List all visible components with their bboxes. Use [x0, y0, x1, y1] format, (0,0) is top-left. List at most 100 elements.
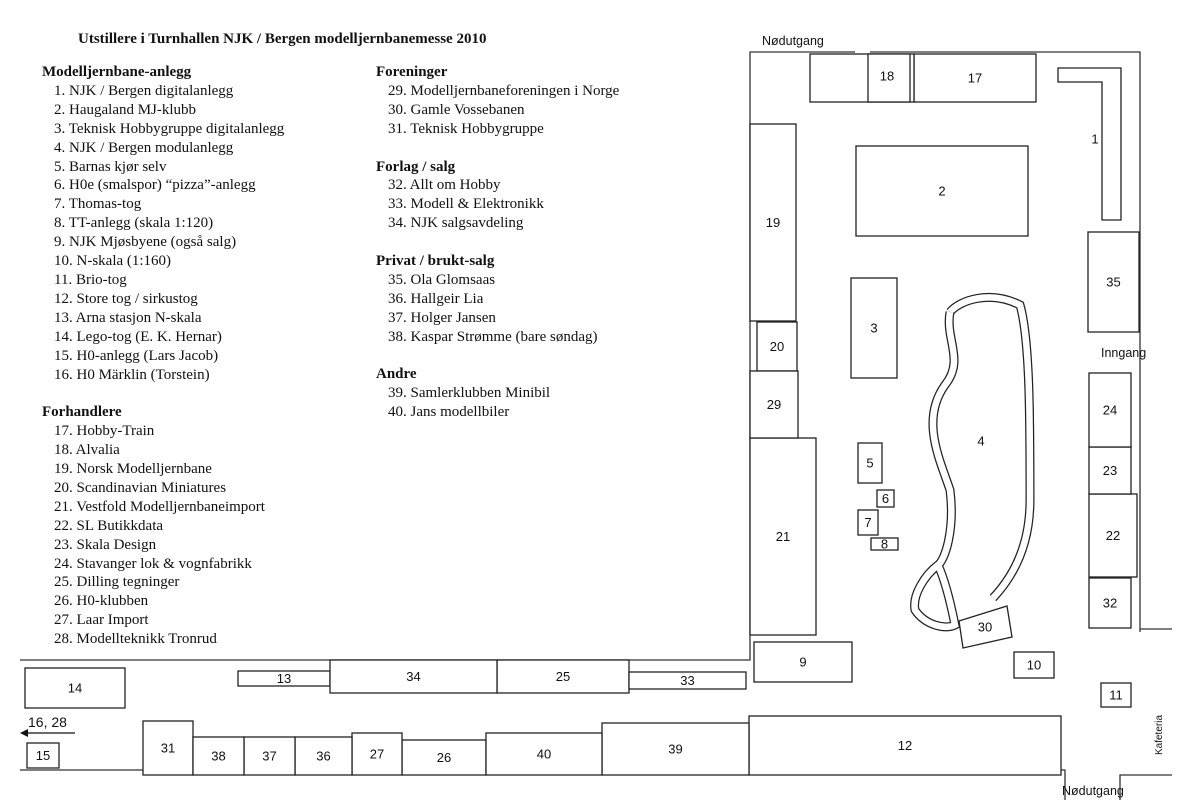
booth-33-shape	[628, 671, 747, 690]
booth-24-shape	[1088, 372, 1132, 448]
booth-5: 5	[857, 442, 883, 484]
booth-26: 26	[401, 739, 487, 776]
legend-item: 40. Jans modellbiler	[388, 404, 510, 421]
booth-39-shape	[601, 722, 750, 776]
booth-19-label: 19	[766, 215, 780, 230]
booth-24: 24	[1088, 372, 1132, 448]
legend-item: 10. N-skala (1:160)	[54, 253, 172, 270]
booth-22: 22	[1088, 493, 1138, 578]
booth-38-label: 38	[211, 749, 225, 764]
legend-item: 24. Stavanger lok & vognfabrikk	[54, 555, 252, 572]
legend-item: 37. Holger Jansen	[388, 309, 496, 326]
section-heading: Privat / brukt-salg	[376, 253, 495, 270]
booth-8-shape	[870, 537, 899, 551]
legend-item: 2. Haugaland MJ-klubb	[54, 101, 197, 118]
booth-37-shape	[243, 736, 296, 776]
booth-26-label: 26	[437, 750, 451, 765]
entrance-label: Inngang	[1101, 346, 1146, 360]
booth-17: 17	[913, 53, 1037, 103]
booth-33: 33	[628, 671, 747, 690]
booth-8: 8	[870, 537, 899, 552]
booth-20-label: 20	[770, 339, 784, 354]
legend-item: 14. Lego-tog (E. K. Hernar)	[54, 328, 222, 345]
booth-21-label: 21	[776, 529, 790, 544]
booth-10-label: 10	[1027, 658, 1041, 673]
booth-4: 4	[977, 434, 984, 449]
booth-30-shape	[958, 605, 1013, 649]
layout-4-track	[910, 292, 1035, 632]
legend-item: 16. H0 Märklin (Torstein)	[54, 366, 210, 383]
booth-9: 9	[753, 641, 853, 683]
legend-item: 9. NJK Mjøsbyene (også salg)	[54, 234, 237, 251]
booth-34-label: 34	[406, 669, 420, 684]
booth-23-shape	[1088, 446, 1132, 495]
legend-item: 33. Modell & Elektronikk	[388, 196, 544, 213]
legend-item: 6. H0e (smalspor) “pizza”-anlegg	[54, 177, 256, 194]
booth-38-shape	[192, 736, 245, 776]
booth-7-label: 7	[864, 515, 871, 530]
legend-item: 30. Gamle Vossebanen	[388, 101, 525, 118]
booth-14-label: 14	[68, 681, 82, 696]
booth-40-shape	[485, 732, 603, 776]
arrow-note-label: 16, 28	[28, 714, 67, 730]
booth-11: 11	[1100, 682, 1132, 708]
booth-18: 18	[809, 53, 915, 103]
legend-item: 7. Thomas-tog	[54, 196, 142, 213]
section-heading: Forhandlere	[42, 404, 122, 421]
booth-12-label: 12	[898, 738, 912, 753]
legend-item: 20. Scandinavian Miniatures	[54, 479, 227, 496]
booth-6: 6	[876, 489, 895, 508]
legend-item: 12. Store tog / sirkustog	[54, 290, 198, 307]
legend-item: 3. Teknisk Hobbygruppe digitalanlegg	[54, 120, 285, 137]
booth-9-label: 9	[799, 655, 806, 670]
legend-item: 18. Alvalia	[54, 442, 120, 459]
booth-10-shape	[1013, 651, 1055, 679]
booth-37: 37	[243, 736, 296, 776]
booth-34: 34	[329, 659, 498, 694]
booth-25-label: 25	[556, 669, 570, 684]
page-title: Utstillere i Turnhallen NJK / Bergen mod…	[78, 31, 487, 47]
section-heading: Foreninger	[376, 64, 448, 80]
booth-15: 15	[26, 742, 60, 769]
booth-20: 20	[756, 321, 798, 372]
legend-item: 34. NJK salgsavdeling	[388, 215, 524, 232]
booth-30-label: 30	[978, 620, 992, 635]
booth-32-label: 32	[1103, 596, 1117, 611]
booth-40: 40	[485, 732, 603, 776]
legend-item: 27. Laar Import	[54, 612, 149, 629]
booth-11-shape	[1100, 682, 1132, 708]
booth-9-shape	[753, 641, 853, 683]
booth-40-label: 40	[537, 747, 551, 762]
legend-item: 26. H0-klubben	[54, 593, 149, 610]
booth-13-label: 13	[277, 671, 291, 686]
legend-item: 39. Samlerklubben Minibil	[388, 385, 551, 402]
cafeteria-label: Kafeteria	[1154, 715, 1165, 755]
booth-29-label: 29	[767, 397, 781, 412]
booth-25: 25	[496, 659, 630, 694]
booth-4-label: 4	[977, 434, 984, 449]
booth-5-label: 5	[866, 456, 873, 471]
booth-29: 29	[749, 370, 799, 439]
legend-item: 31. Teknisk Hobbygruppe	[388, 120, 544, 137]
legend-item: 23. Skala Design	[54, 536, 157, 553]
booth-3: 3	[850, 277, 898, 379]
booth-27: 27	[351, 732, 403, 776]
booth-32: 32	[1088, 577, 1132, 629]
legend-item: 19. Norsk Modelljernbane	[54, 461, 212, 478]
legend-item: 17. Hobby-Train	[54, 423, 155, 440]
booth-31: 31	[142, 720, 194, 776]
booth-1-label: 1	[1091, 132, 1098, 147]
booth-35: 35	[1087, 231, 1140, 333]
booth-7: 7	[857, 509, 879, 536]
booth-21: 21	[749, 437, 817, 636]
booth-36-shape	[294, 736, 353, 776]
booth-1: 1	[1057, 67, 1122, 221]
booth-33-label: 33	[680, 673, 694, 688]
booth-38: 38	[192, 736, 245, 776]
booth-36: 36	[294, 736, 353, 776]
booth-17-label: 17	[968, 71, 982, 86]
booth-12: 12	[748, 715, 1062, 776]
legend-item: 4. NJK / Bergen modulanlegg	[54, 139, 234, 156]
booth-23-label: 23	[1103, 463, 1117, 478]
